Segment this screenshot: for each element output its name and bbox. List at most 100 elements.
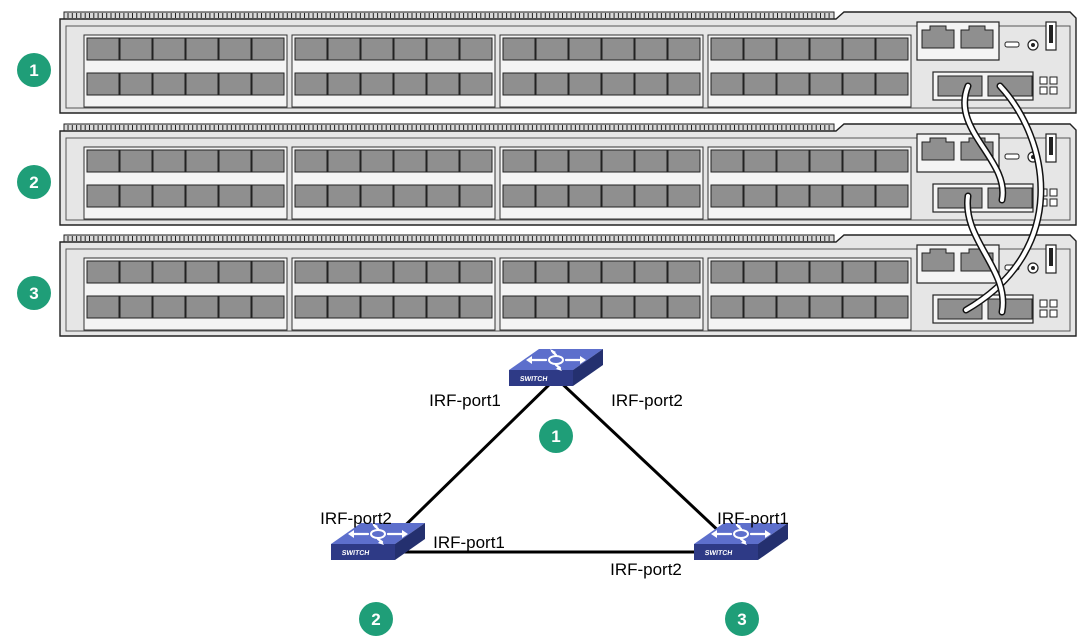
sfp-port	[776, 260, 810, 284]
sfp-port	[218, 260, 252, 284]
sfp-port	[667, 72, 701, 96]
port-group-4	[707, 34, 912, 108]
front-panel-outline	[65, 248, 1071, 332]
sfp-port	[152, 149, 186, 173]
status-led	[1039, 309, 1048, 318]
sfp-port	[185, 72, 219, 96]
port-group-2	[291, 34, 496, 108]
sfp-port	[360, 295, 394, 319]
topology-badge-1: 1	[539, 419, 573, 453]
sfp-port	[459, 184, 493, 208]
sfp-port	[634, 184, 668, 208]
sfp-port	[152, 37, 186, 61]
sfp-port	[667, 260, 701, 284]
sfp-port	[459, 295, 493, 319]
sfp-port	[185, 295, 219, 319]
sfp-port	[535, 149, 569, 173]
port-label-n3-top: IRF-port1	[717, 509, 789, 528]
front-panel-outline	[65, 25, 1071, 109]
sfp-port	[294, 260, 328, 284]
sfp-port	[809, 149, 843, 173]
badge-circle	[539, 419, 573, 453]
sfp-port	[426, 72, 460, 96]
sfp-port	[327, 149, 361, 173]
badge-number: 1	[29, 61, 38, 80]
status-led	[1049, 299, 1058, 308]
sfp-port	[601, 37, 635, 61]
sfp-port	[360, 37, 394, 61]
console-port	[1004, 153, 1020, 160]
sfp-port	[502, 260, 536, 284]
sfp-port	[251, 37, 285, 61]
status-led	[1049, 309, 1058, 318]
sfp-port	[743, 295, 777, 319]
sfp-port	[360, 184, 394, 208]
sfp-port	[327, 260, 361, 284]
sfp-port	[459, 37, 493, 61]
badge-number: 3	[737, 610, 746, 629]
port-group-4	[707, 146, 912, 220]
sfp-port	[185, 184, 219, 208]
switch-chassis-1: 1	[17, 11, 1077, 114]
sfp-port	[809, 184, 843, 208]
port-group-2	[291, 257, 496, 331]
sfp-port	[743, 184, 777, 208]
link-1-3	[554, 376, 743, 554]
sfp-port	[119, 260, 153, 284]
sfp-port	[360, 72, 394, 96]
sfp-port	[634, 37, 668, 61]
sfp-port	[809, 295, 843, 319]
port-group-2	[291, 146, 496, 220]
irf-port-left	[937, 75, 983, 97]
sfp-port	[568, 149, 602, 173]
sfp-port	[710, 149, 744, 173]
chassis-badge-3: 3	[17, 276, 51, 310]
topology-switch-1: SWITCH	[507, 347, 605, 388]
sfp-port	[86, 184, 120, 208]
sfp-port	[875, 149, 909, 173]
sfp-port	[119, 37, 153, 61]
sfp-port	[568, 184, 602, 208]
sfp-port	[634, 295, 668, 319]
badge-circle	[725, 602, 759, 636]
sfp-port	[294, 72, 328, 96]
sfp-port	[776, 72, 810, 96]
sfp-port	[294, 295, 328, 319]
sfp-port	[393, 260, 427, 284]
switch-label: SWITCH	[704, 550, 733, 557]
sfp-port	[251, 72, 285, 96]
chassis-badge-2: 2	[17, 165, 51, 199]
sfp-port	[327, 72, 361, 96]
status-led	[1039, 299, 1048, 308]
sfp-port	[360, 149, 394, 173]
badge-circle	[17, 53, 51, 87]
topology-switch-3: SWITCH	[692, 521, 790, 562]
sfp-port	[875, 37, 909, 61]
sfp-port	[776, 295, 810, 319]
sfp-port	[601, 184, 635, 208]
sfp-port	[842, 37, 876, 61]
usb-tongue	[1049, 137, 1053, 155]
sfp-port	[327, 184, 361, 208]
sfp-port	[743, 149, 777, 173]
status-led	[1039, 86, 1048, 95]
sfp-port	[251, 260, 285, 284]
management-area	[916, 21, 1058, 101]
sfp-port	[426, 295, 460, 319]
sfp-port	[743, 260, 777, 284]
sfp-port	[251, 149, 285, 173]
sfp-port	[86, 37, 120, 61]
sfp-port	[393, 72, 427, 96]
irf-port-left	[937, 187, 983, 209]
port-label-n1-right: IRF-port2	[611, 391, 683, 410]
switch-label: SWITCH	[341, 550, 370, 557]
rj45-port	[921, 25, 955, 49]
status-led	[1049, 86, 1058, 95]
sfp-port	[601, 295, 635, 319]
sfp-port	[426, 184, 460, 208]
sfp-port	[502, 149, 536, 173]
sfp-port	[152, 72, 186, 96]
sfp-port	[218, 149, 252, 173]
sfp-port	[360, 260, 394, 284]
